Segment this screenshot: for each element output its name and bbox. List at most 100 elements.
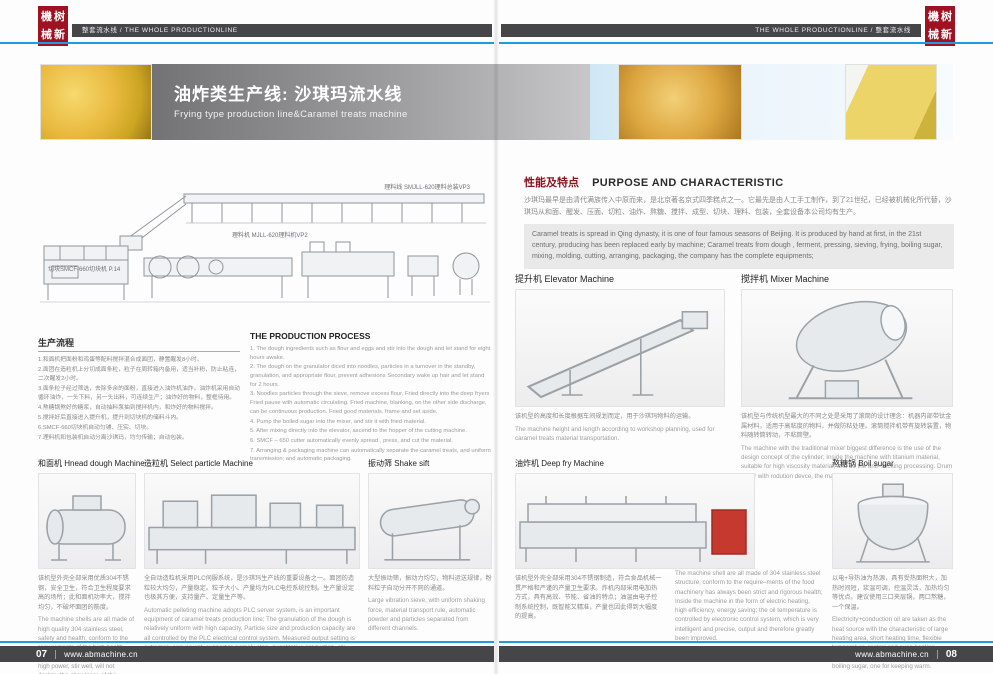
shake-sift-section: 振动筛 Shake sift 大型振动筛，振动力均匀，物料运送规律，粉料粒子自动… <box>368 458 492 633</box>
header-rule-left <box>0 42 494 44</box>
footer-left: 07 www.abmachine.cn <box>0 641 494 662</box>
mixer-machine-title: 搅拌机 Mixer Machine <box>741 274 830 284</box>
mixer-machine-section: 搅拌机 Mixer Machine 该机型与传统机型最大的不同之处是采用了滚筒的… <box>741 272 953 481</box>
page-number-left: 07 <box>36 648 48 660</box>
seal-char: 新 <box>54 28 65 41</box>
boil-sugar-illustration <box>855 483 930 563</box>
process-step: 2.面团在造粒机上分切成面条粒，粒子在周转箱内备用，适当补粉，防止粘连，二次醒发… <box>38 366 240 382</box>
process-step: 3. Noodles particles through the sieve, … <box>250 391 490 415</box>
shake-sift-title: 振动筛 Shake sift <box>368 459 430 468</box>
boil-sugar-photo <box>832 473 953 569</box>
elevator-machine-photo <box>515 289 725 407</box>
page-subtitle: Frying type production line&Caramel trea… <box>174 109 408 120</box>
dough-machine-photo <box>38 473 136 569</box>
mixer-desc-cn: 该机型与传统机型最大的不同之处是采用了滚筒的设计理念：机器内部带钛金属材料，适用… <box>741 413 952 440</box>
seal-char: 新 <box>941 28 952 41</box>
shake-sift-illustration <box>379 498 480 561</box>
banner-title-block: 油炸类生产线: 沙琪玛流水线 Frying type production li… <box>152 64 590 140</box>
footer-right: www.abmachine.cn 08 <box>499 641 993 662</box>
header-rule-right <box>499 42 993 44</box>
seal-char: 機 <box>928 10 939 23</box>
boil-sugar-title: 熬糖锅 Boil sugar <box>832 459 894 468</box>
footer-rule-right <box>499 641 993 643</box>
deep-fry-text-columns: 该机型外壳全部采用304不锈钢制造，符合食品机械一贯严格和严谨的产量卫生要求。炸… <box>515 569 823 643</box>
characteristic-title-en: PURPOSE AND CHARACTERISTIC <box>592 177 784 189</box>
elevator-desc-cn: 该机型的高度和长度根据车间规划而定，用于沙琪玛物料的运输。 <box>515 413 695 420</box>
caramel-treats-photo <box>618 64 742 140</box>
shake-sift-photo <box>368 473 492 569</box>
granulator-machine-section: 造粒机 Select particle Machine 全自动造粒机采用PLC伺… <box>144 458 360 652</box>
process-step: 3.面条粒子经过筛选，去除多余的面粉，直接进入油炸机油炸，油炸机采用自动循环油炸… <box>38 385 240 401</box>
seal-char: 树 <box>54 10 65 23</box>
mixer-illustration <box>789 301 913 400</box>
production-line-diagram: 理料线 SMJLL-620理料总装VP3 理料机 MJLL-620理料机VP2 … <box>36 160 494 332</box>
page-number-right: 08 <box>945 648 957 660</box>
production-process-cn-title: 生产流程 <box>38 336 240 352</box>
granulator-illustration <box>148 494 356 564</box>
characteristic-title: 性能及特点 PURPOSE AND CHARACTERISTIC <box>524 174 954 190</box>
boil-sugar-section: 熬糖锅 Boil sugar 以电+导热油为热源，具有受热面积大，加热时间短，浆… <box>832 458 953 671</box>
diagram-label-arranging-machine: 理料机 MJLL-620理料机VP2 <box>232 233 308 239</box>
mixer-desc-en: The machine with the traditional mixer b… <box>741 444 953 480</box>
deep-fry-machine-title: 油炸机 Deep fry Machine <box>515 459 604 468</box>
boil-sugar-desc-cn: 以电+导热油为热源，具有受热面积大，加热时间短，浆温可调，控温灵活，加热均匀等优… <box>832 575 950 611</box>
deep-fry-desc-cn: 该机型外壳全部采用304不锈钢制造，符合食品机械一贯严格和严谨的产量卫生要求。炸… <box>515 575 662 621</box>
process-step: 4. Pump the boiled sugar into the mixer,… <box>250 418 426 425</box>
process-step: 2. The dough on the granulator diced int… <box>250 364 485 388</box>
production-process-cn-steps: 1.和面机把面粉和鸡蛋等配料搅拌混合成面团，静置醒发8小时。 2.面团在造粒机上… <box>38 356 240 443</box>
process-step: 4.熬糖锅熬好的糖浆，自动抽料泵抽到搅拌机内，和炸好的物料搅拌。 <box>38 404 217 411</box>
granulator-machine-title: 造粒机 Select particle Machine <box>144 459 253 468</box>
mixer-machine-photo <box>741 289 953 407</box>
dough-desc-cn: 该机型外壳全部采用优质304不锈钢，安全卫生，符合卫生程度要求高的场所；此和面机… <box>38 575 131 611</box>
elevator-desc-en: The machine height and length according … <box>515 425 715 442</box>
granulator-machine-photo <box>144 473 360 569</box>
footer-bar-left: 07 www.abmachine.cn <box>0 646 494 662</box>
page-title: 油炸类生产线: 沙琪玛流水线 <box>174 85 403 104</box>
process-step: 1. The dough ingredients such as flour a… <box>250 346 491 361</box>
package-photo <box>845 64 937 140</box>
production-process-en-title: THE PRODUCTION PROCESS <box>250 331 371 341</box>
seal-char: 機 <box>41 10 52 23</box>
footer-divider <box>936 649 938 659</box>
characteristic-body-en: Caramel treats is spread in Qing dynasty… <box>524 224 954 269</box>
elevator-machine-section: 提升机 Elevator Machine 该机型的高度和长度根据车间规划而定，用… <box>515 272 725 443</box>
process-step: 7.理料机和包装机自动分离沙琪玛，均匀传输；自动包装。 <box>38 434 188 441</box>
purpose-characteristic-section: 性能及特点 PURPOSE AND CHARACTERISTIC 沙琪玛最早是由… <box>524 174 954 269</box>
footer-bar-right: www.abmachine.cn 08 <box>499 646 993 662</box>
diagram-label-arranging-line: 理料线 SMJLL-620理料总装VP3 <box>384 185 470 191</box>
diagram-label-cutter: 切块SMCF-660切块机 P.14 <box>48 267 121 273</box>
production-line-drawing <box>40 193 490 303</box>
website-url-right: www.abmachine.cn <box>855 649 929 659</box>
seal-char: 械 <box>928 28 939 41</box>
process-step: 6.SMCF-660切块机自动匀铺、压实、切块。 <box>38 424 153 431</box>
production-process-en: THE PRODUCTION PROCESS 1. The dough ingr… <box>250 331 492 465</box>
deep-fry-machine-photo <box>515 473 755 569</box>
production-process-cn: 生产流程 1.和面机把面粉和鸡蛋等配料搅拌混合成面团，静置醒发8小时。 2.面团… <box>38 336 240 444</box>
deep-fry-machine-section: 油炸机 Deep fry Machine 该机型外壳全部采用304不锈钢制造，符… <box>515 458 823 643</box>
process-step: 5. After mixing directly into the elevat… <box>250 428 467 435</box>
footer-divider <box>55 649 57 659</box>
dough-machine-title: 和面机 Hnead dough Machine <box>38 459 145 468</box>
deep-fry-illustration <box>519 496 747 562</box>
process-step: 6. SMCF – 650 cutter automatically evenl… <box>250 437 453 444</box>
dough-machine-section: 和面机 Hnead dough Machine 该机型外壳全部采用优质304不锈… <box>38 458 145 674</box>
granulator-desc-cn: 全自动造粒机采用PLC伺服系统，是沙琪玛生产线的重要设备之一。面团的造粒较大均匀… <box>144 575 355 602</box>
characteristic-body-cn: 沙琪玛最早是由清代满族传入中原而来，是北京著名京式四季糕点之一。它最先是由人工手… <box>524 197 952 216</box>
elevator-illustration <box>526 310 709 399</box>
characteristic-title-cn: 性能及特点 <box>524 177 579 189</box>
fried-snack-photo <box>40 64 152 140</box>
website-url-left: www.abmachine.cn <box>64 649 138 659</box>
footer-rule-left <box>0 641 494 643</box>
shake-sift-desc-cn: 大型振动筛，振动力均匀，物料运送规律，粉料粒子自动分开不同的通道。 <box>368 575 492 592</box>
seal-char: 械 <box>41 28 52 41</box>
seal-char: 树 <box>941 10 952 23</box>
process-step: 1.和面机把面粉和鸡蛋等配料搅拌混合成面团，静置醒发8小时。 <box>38 357 203 363</box>
brand-seal-right: 機 树 械 新 <box>925 6 955 46</box>
brand-seal-left: 機 树 械 新 <box>38 6 68 46</box>
deep-fry-desc-en: The machine shell are all made of 304 st… <box>675 570 823 643</box>
production-process-en-steps: 1. The dough ingredients such as flour a… <box>250 345 492 464</box>
header-bar-left: 整套流水线 / THE WHOLE PRODUCTIONLINE <box>72 24 492 37</box>
page-fold <box>493 0 499 674</box>
shake-sift-desc-en: Large vibration sieve, with uniform shak… <box>368 597 485 633</box>
